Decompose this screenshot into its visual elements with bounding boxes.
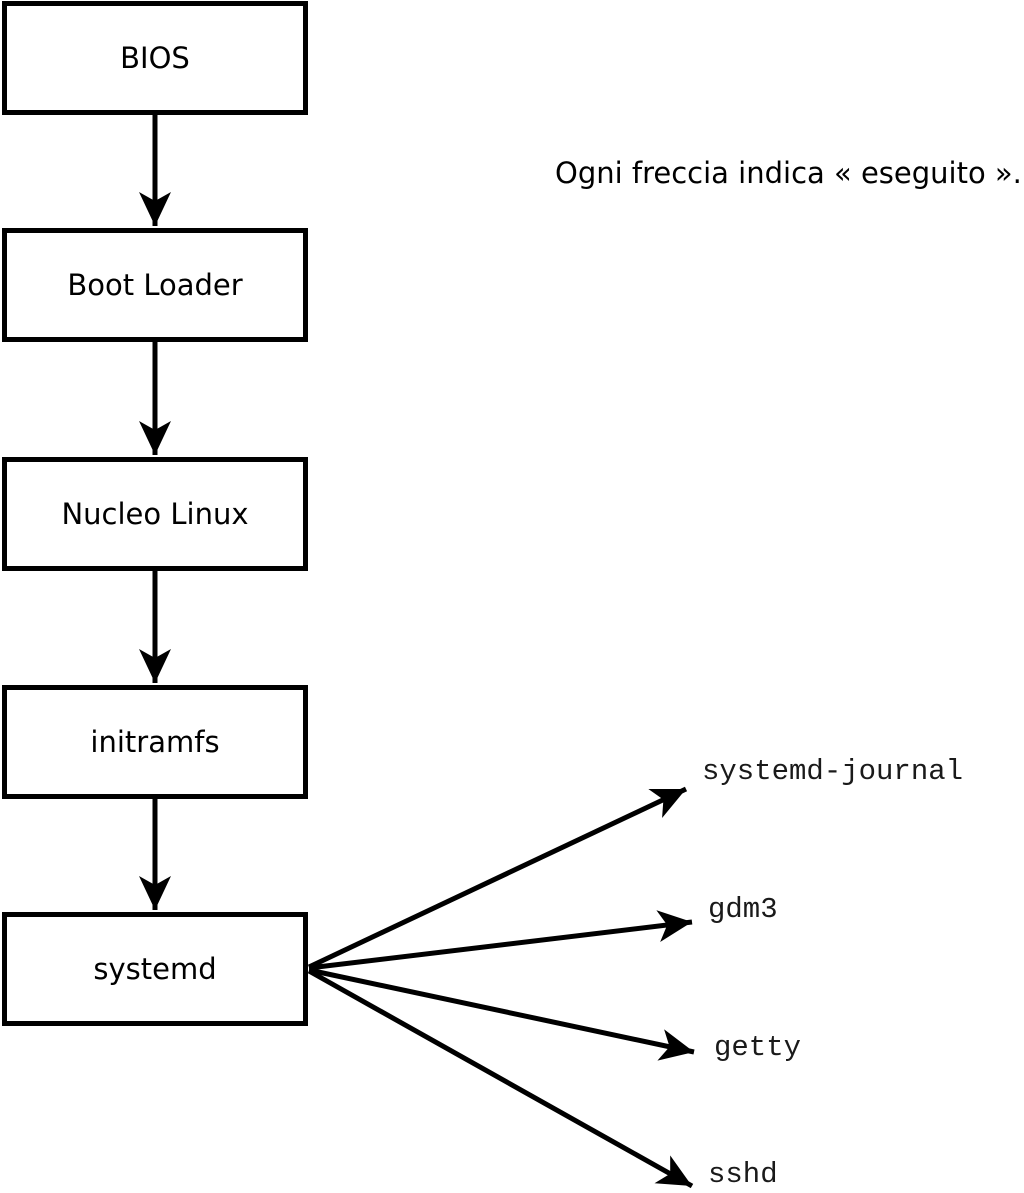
- service-label-systemd-journal: systemd-journal: [702, 755, 964, 788]
- node-systemd: systemd: [2, 912, 308, 1026]
- node-bios-label: BIOS: [120, 41, 190, 75]
- node-boot-loader: Boot Loader: [2, 228, 308, 342]
- service-label-getty: getty: [714, 1031, 802, 1064]
- legend-note: Ogni freccia indica « eseguito ».: [555, 156, 1022, 190]
- node-initramfs-label: initramfs: [90, 725, 220, 759]
- arrow-systemd-to-getty: [308, 967, 695, 1061]
- service-label-sshd: sshd: [708, 1158, 778, 1191]
- service-label-gdm3: gdm3: [708, 893, 778, 926]
- arrow-systemd-to-systemd-journal: [307, 786, 688, 970]
- arrow-systemd-to-sshd: [307, 968, 694, 1189]
- arrow-systemd-to-gdm3: [308, 910, 693, 971]
- node-linux-kernel-label: Nucleo Linux: [61, 497, 249, 531]
- node-systemd-label: systemd: [93, 952, 217, 986]
- node-boot-loader-label: Boot Loader: [67, 268, 243, 302]
- node-linux-kernel: Nucleo Linux: [2, 457, 308, 571]
- node-bios: BIOS: [2, 1, 308, 115]
- node-initramfs: initramfs: [2, 685, 308, 799]
